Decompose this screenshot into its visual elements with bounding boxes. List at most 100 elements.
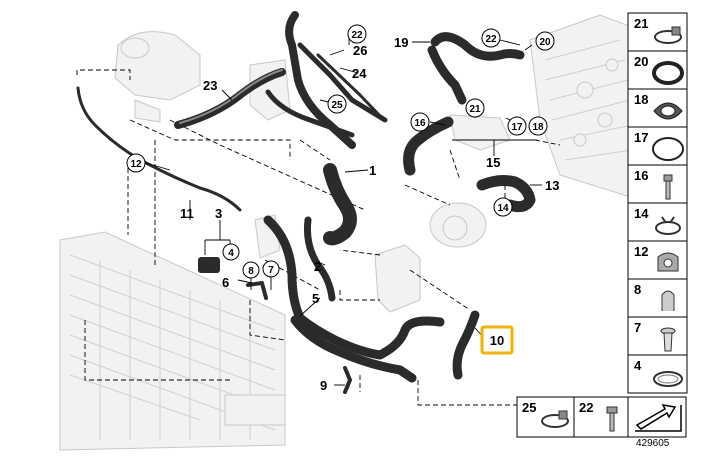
callout-22-right[interactable]: 22 [481,28,501,48]
callout-23[interactable]: 23 [203,78,217,93]
svg-text:4: 4 [228,248,234,259]
callout-7[interactable]: 7 [262,260,280,278]
callout-13[interactable]: 13 [545,178,559,193]
svg-text:12: 12 [130,159,142,170]
callout-6[interactable]: 6 [222,275,229,290]
pipe-clip-icon [657,252,679,272]
svg-text:23: 23 [203,78,217,93]
legend-part-label: 14 [634,206,649,221]
spring-clamp-icon [655,216,681,235]
callout-24[interactable]: 24 [352,66,367,81]
legend-part-label: 16 [634,168,648,183]
svg-text:1: 1 [369,163,376,178]
hose-clamp-icon [541,410,569,428]
legend-part-20[interactable]: 20 [627,50,688,90]
screw-icon [606,406,618,432]
legend-part-label: 7 [634,320,641,335]
callout-2[interactable]: 2 [314,259,321,274]
hose-10 [452,310,480,380]
callout-8[interactable]: 8 [242,261,260,279]
legend-part-label: 17 [634,130,648,145]
callout-15[interactable]: 15 [486,155,500,170]
callout-20[interactable]: 20 [535,31,555,51]
callout-19[interactable]: 19 [394,35,408,50]
svg-text:18: 18 [532,122,544,133]
svg-text:22: 22 [351,30,363,41]
legend-part-label: 22 [579,400,593,415]
svg-text:5: 5 [312,291,319,306]
band-clamp-icon [653,371,683,387]
svg-text:26: 26 [353,43,367,58]
svg-text:19: 19 [394,35,408,50]
catalog-number: 429605 [636,438,670,449]
svg-text:14: 14 [497,203,509,214]
callout-10-highlighted[interactable]: 10 [480,325,514,355]
callout-14[interactable]: 14 [493,197,513,217]
callout-11[interactable]: 11 [180,206,194,221]
svg-text:3: 3 [215,206,222,221]
legend-part-14[interactable]: 14 [627,202,688,242]
hose-13 [476,175,536,213]
gasket-icon [653,102,683,120]
callout-12[interactable]: 12 [126,153,146,173]
legend-part-label: 18 [634,92,648,107]
legend-part-22[interactable]: 22 [573,396,629,438]
svg-text:25: 25 [331,100,343,111]
legend-part-4[interactable]: 4 [627,354,688,394]
legend-part-21[interactable]: 21 [627,12,688,52]
callout-25[interactable]: 25 [327,94,347,114]
seal-ring-icon [652,137,684,161]
svg-text:20: 20 [539,37,551,48]
hose-23 [174,68,286,129]
o-ring-icon [652,61,684,85]
callout-3[interactable]: 3 [215,206,222,221]
legend-direction-cell[interactable] [627,396,687,438]
svg-text:9: 9 [320,378,327,393]
engine-block-outline [529,14,641,201]
direction-arrow-icon [635,404,682,432]
parts-legend-bottom: 25 22 [516,396,687,438]
svg-text:7: 7 [268,265,274,276]
expansion-tank [114,31,201,123]
legend-part-25[interactable]: 25 [516,396,575,438]
hose-top-center [265,11,388,149]
svg-text:22: 22 [485,34,497,45]
svg-text:8: 8 [248,266,254,277]
callout-18[interactable]: 18 [528,116,548,136]
hose-5 [263,215,445,383]
svg-text:21: 21 [469,104,481,115]
auxiliary-tank [374,244,421,313]
svg-text:2: 2 [314,259,321,274]
legend-part-18[interactable]: 18 [627,88,688,128]
legend-part-label: 12 [634,244,648,259]
legend-part-7[interactable]: 7 [627,316,688,356]
hose-clamp-icon [654,26,682,44]
svg-text:17: 17 [511,122,523,133]
callout-5[interactable]: 5 [312,291,319,306]
svg-text:13: 13 [545,178,559,193]
svg-text:15: 15 [486,155,500,170]
callout-26[interactable]: 26 [353,43,367,58]
bracket-9 [343,366,352,394]
callout-22-top[interactable]: 22 [347,24,367,44]
callout-1[interactable]: 1 [369,163,376,178]
legend-part-16[interactable]: 16 [627,164,688,204]
svg-text:24: 24 [352,66,367,81]
svg-text:6: 6 [222,275,229,290]
radiator [59,231,286,451]
callout-16[interactable]: 16 [410,112,430,132]
hose-1 [323,163,357,246]
legend-part-8[interactable]: 8 [627,278,688,318]
svg-text:16: 16 [414,118,426,129]
svg-text:10: 10 [490,333,504,348]
callout-4[interactable]: 4 [222,243,240,261]
callout-17[interactable]: 17 [507,116,527,136]
water-pump [429,202,487,248]
legend-part-17[interactable]: 17 [627,126,688,166]
legend-part-12[interactable]: 12 [627,240,688,280]
hose-19 [427,32,525,105]
callout-9[interactable]: 9 [320,378,327,393]
callout-21[interactable]: 21 [465,98,485,118]
